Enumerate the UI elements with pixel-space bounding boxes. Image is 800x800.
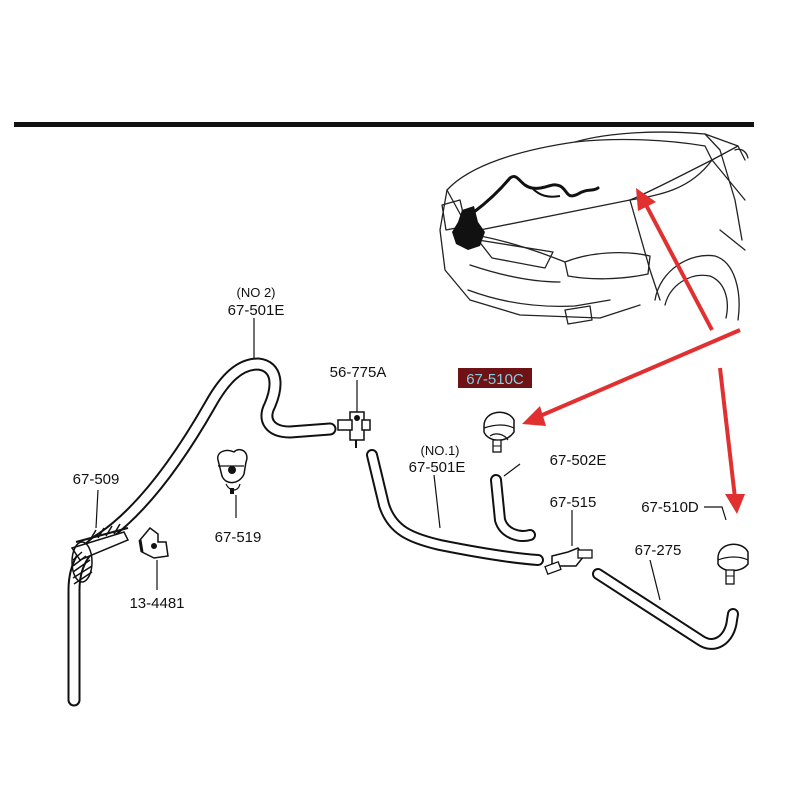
label-no1: (NO.1) (421, 443, 460, 458)
pump-grommet (70, 523, 130, 585)
connector-56-775A (337, 380, 371, 448)
clip-13-4481 (138, 526, 169, 590)
highlight-box (458, 368, 532, 388)
nozzle-67-510C (483, 411, 515, 453)
joint-67-515 (544, 510, 593, 575)
annotation-arrows (522, 188, 745, 514)
car-front-illustration (439, 131, 749, 325)
label-nozzle-right: 67-510D (641, 499, 699, 516)
label-connector-tee: 56-775A (330, 364, 387, 381)
hose-67-502E (490, 463, 536, 542)
label-joint-y: 67-515 (550, 494, 597, 511)
hose-67-275 (592, 559, 739, 650)
label-no2: (NO 2) (237, 285, 276, 300)
label-hose-no1: 67-501E (409, 459, 466, 476)
label-hose-long: 67-275 (635, 542, 682, 559)
label-pump-grommet: 67-509 (73, 471, 120, 488)
label-hose-short: 67-502E (550, 452, 607, 469)
reservoir-silhouette (452, 206, 485, 250)
hose-no1 (366, 449, 544, 566)
top-divider (14, 122, 754, 127)
label-nozzle-left: 67-510C (466, 371, 524, 388)
clip-67-519 (217, 448, 248, 494)
nozzle-67-510D (704, 506, 749, 585)
label-clip-small: 13-4481 (129, 595, 184, 612)
label-clip-nozzle: 67-519 (215, 529, 262, 546)
label-hose-no2: 67-501E (228, 302, 285, 319)
